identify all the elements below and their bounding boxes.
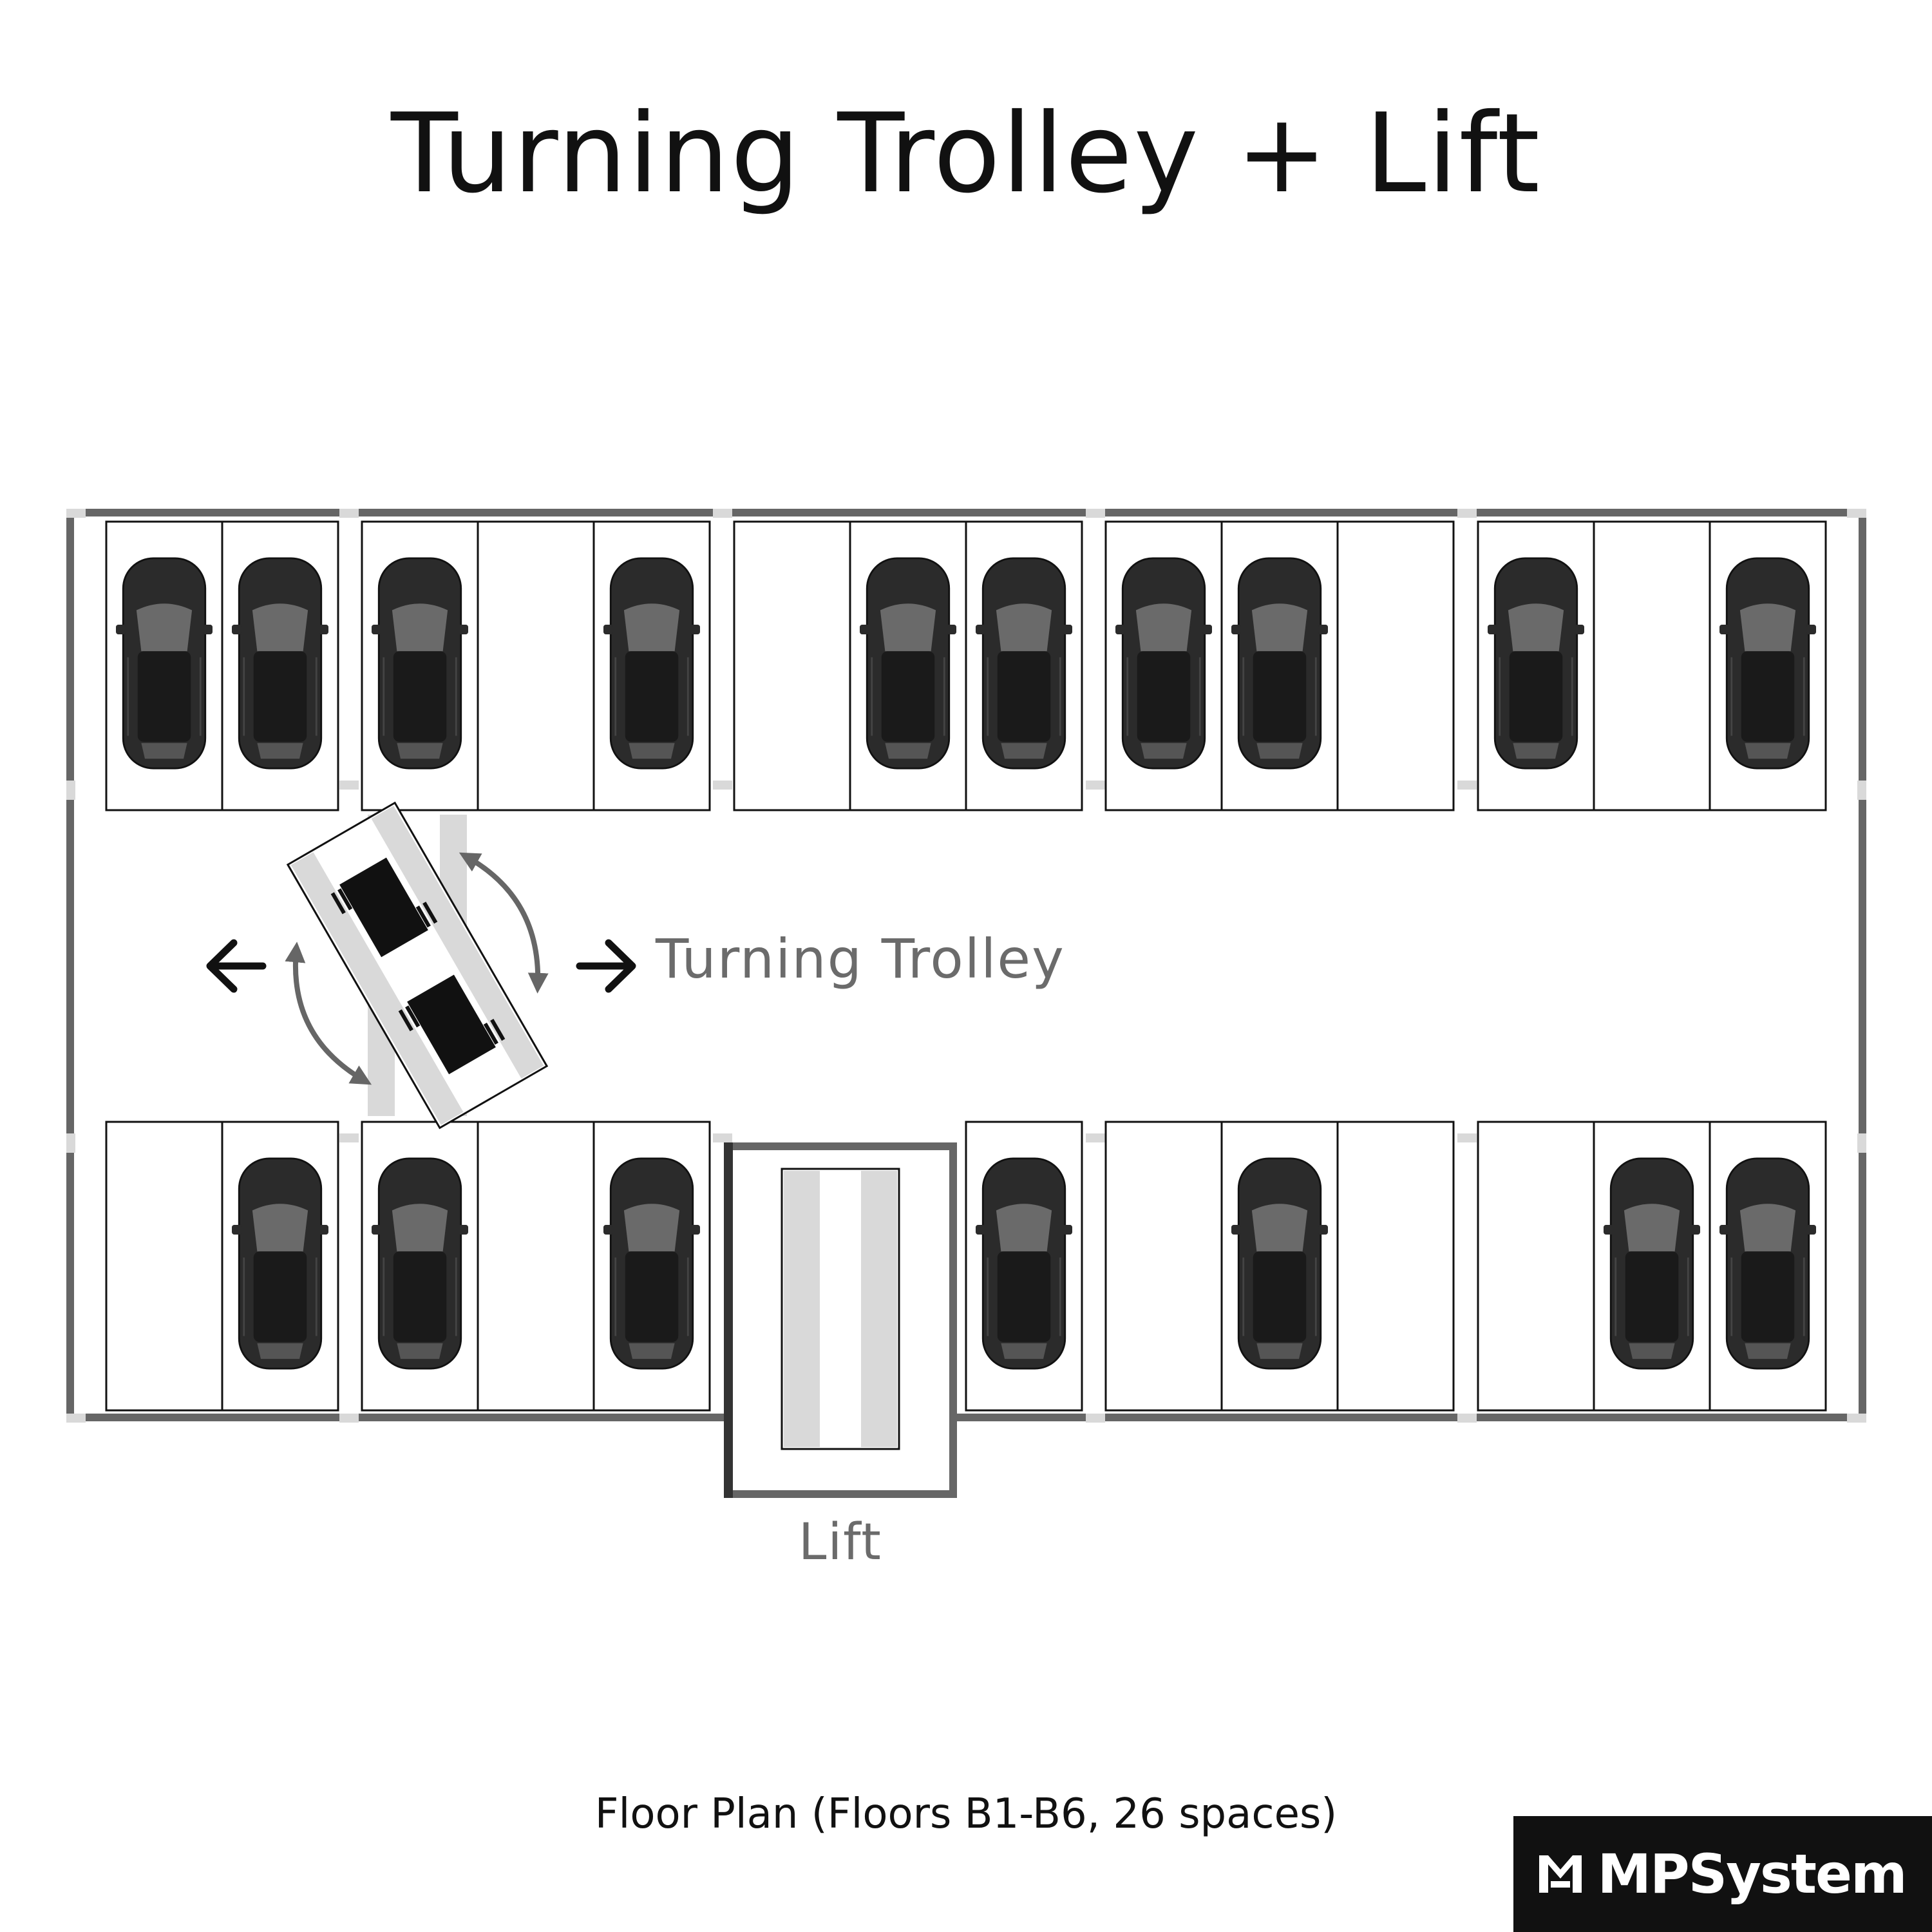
lift-shaft: [724, 1142, 957, 1498]
parking-row-bottom: [105, 1121, 1827, 1412]
car-icon: [232, 1157, 328, 1370]
car-icon: [603, 1157, 700, 1370]
brand-badge: MPSystem: [1513, 1816, 1932, 1932]
top-bay-11: [1336, 520, 1455, 811]
bottom-bay-7: [1104, 1121, 1223, 1412]
rotation-arrow-icon: [459, 852, 549, 994]
bottom-bay-10: [1477, 1121, 1595, 1412]
bottom-bay-9: [1336, 1121, 1455, 1412]
car-icon: [116, 557, 213, 770]
bottom-bay-4: [477, 1121, 595, 1412]
parking-row-top: [105, 520, 1827, 811]
top-bay-4: [477, 520, 595, 811]
building-frame: [66, 509, 1866, 1423]
arrow-left-icon: [206, 939, 267, 993]
car-icon: [232, 557, 328, 770]
car-icon: [1488, 557, 1584, 770]
top-bay-13: [1593, 520, 1711, 811]
car-icon: [976, 1157, 1072, 1370]
lift-label: Lift: [799, 1513, 882, 1571]
page-title: Turning Trolley + Lift: [390, 90, 1541, 218]
car-icon: [1231, 557, 1328, 770]
car-icon: [976, 557, 1072, 770]
car-icon: [1115, 557, 1212, 770]
mpsystem-logo-icon: [1539, 1855, 1582, 1893]
car-icon: [860, 557, 956, 770]
car-icon: [1719, 1157, 1816, 1370]
car-icon: [372, 557, 468, 770]
car-icon: [1231, 1157, 1328, 1370]
car-icon: [372, 1157, 468, 1370]
turning-trolley-label: Turning Trolley: [656, 927, 1065, 990]
floor-plan-caption: Floor Plan (Floors B1-B6, 26 spaces): [594, 1790, 1338, 1838]
bottom-bay-1: [105, 1121, 223, 1412]
car-icon: [1719, 557, 1816, 770]
car-icon: [603, 557, 700, 770]
arrow-right-icon: [576, 939, 636, 993]
car-icon: [1604, 1157, 1700, 1370]
rotation-arrow-icon: [285, 942, 372, 1085]
turning-trolley: [286, 801, 549, 1130]
brand-name: MPSystem: [1597, 1842, 1907, 1906]
top-bay-6: [733, 520, 851, 811]
